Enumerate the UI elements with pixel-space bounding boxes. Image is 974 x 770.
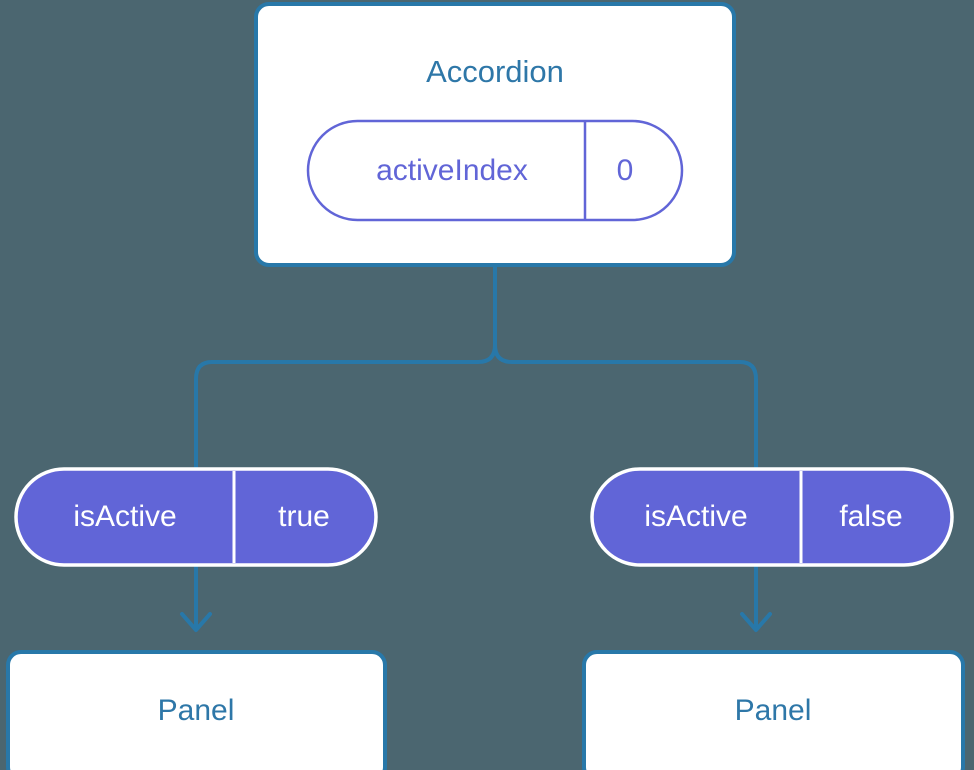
node-panel-right[interactable]: Panel xyxy=(582,650,965,770)
panel-left-title: Panel xyxy=(158,694,235,727)
node-panel-left[interactable]: Panel xyxy=(6,650,387,770)
connector-right-branch xyxy=(493,263,758,472)
arrow-right-pill-to-panel xyxy=(740,564,772,632)
accordion-prop-pill-background xyxy=(306,119,684,222)
right-branch-prop-pill[interactable]: isActive false xyxy=(590,467,954,567)
node-accordion[interactable]: Accordion activeIndex 0 xyxy=(254,2,736,267)
accordion-prop-pill[interactable]: activeIndex 0 xyxy=(306,119,684,222)
right-branch-prop-key: isActive xyxy=(644,500,747,533)
right-branch-prop-value: false xyxy=(839,500,902,533)
left-branch-prop-value: true xyxy=(278,500,330,533)
arrow-left-pill-to-panel xyxy=(180,564,212,632)
left-branch-prop-pill[interactable]: isActive true xyxy=(14,467,378,567)
panel-right-title: Panel xyxy=(735,694,812,727)
accordion-card-title: Accordion xyxy=(426,54,564,89)
right-branch-pill-background xyxy=(590,467,954,567)
left-branch-prop-key: isActive xyxy=(73,500,176,533)
panel-left-card-background xyxy=(6,650,387,770)
panel-right-card-background xyxy=(582,650,965,770)
accordion-prop-value: 0 xyxy=(617,154,634,187)
accordion-prop-key: activeIndex xyxy=(376,154,528,187)
left-branch-pill-background xyxy=(14,467,378,567)
